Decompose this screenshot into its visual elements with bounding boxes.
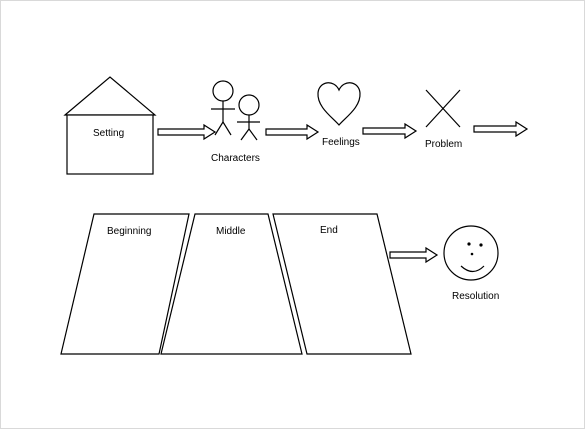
resolution-label: Resolution xyxy=(452,291,499,302)
end-box xyxy=(272,213,412,355)
arrow-feelings-to-problem xyxy=(362,122,418,140)
beginning-box xyxy=(60,213,190,355)
resolution-smiley-face-icon xyxy=(443,225,499,281)
feelings-heart-icon xyxy=(317,82,361,126)
beginning-label: Beginning xyxy=(107,226,151,237)
middle-label: Middle xyxy=(216,226,246,237)
arrow-characters-to-feelings xyxy=(265,123,320,141)
setting-label: Setting xyxy=(93,128,124,139)
characters-label: Characters xyxy=(211,153,260,164)
end-label: End xyxy=(320,225,338,236)
arrow-setting-to-characters xyxy=(157,123,217,141)
setting-house-icon xyxy=(63,76,157,175)
feelings-label: Feelings xyxy=(322,137,360,148)
problem-label: Problem xyxy=(425,139,462,150)
problem-x-cross-icon xyxy=(425,89,461,128)
middle-box xyxy=(160,213,303,355)
arrow-after-problem xyxy=(473,120,529,138)
arrow-end-to-resolution xyxy=(389,246,439,264)
characters-stick-figures-icon xyxy=(211,80,260,141)
